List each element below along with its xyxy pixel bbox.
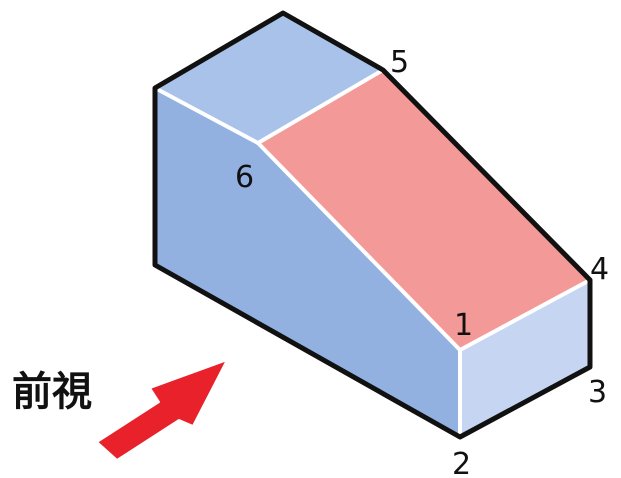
inner-edges	[153, 68, 592, 439]
vertex-label-4: 4	[590, 252, 609, 287]
vertex-label-5: 5	[390, 45, 409, 80]
block-outline	[152, 10, 593, 440]
left-face	[155, 88, 460, 437]
vertex-label-6: 6	[235, 160, 254, 195]
front-face	[460, 280, 590, 437]
front-view-label: 前視	[12, 369, 92, 415]
vertex-label-3: 3	[588, 375, 607, 410]
vertex-label-1: 1	[454, 308, 473, 343]
top-face	[155, 13, 383, 143]
front-view-arrow	[96, 359, 228, 461]
vertex-label-2: 2	[452, 447, 471, 478]
slanted-face	[258, 70, 590, 350]
